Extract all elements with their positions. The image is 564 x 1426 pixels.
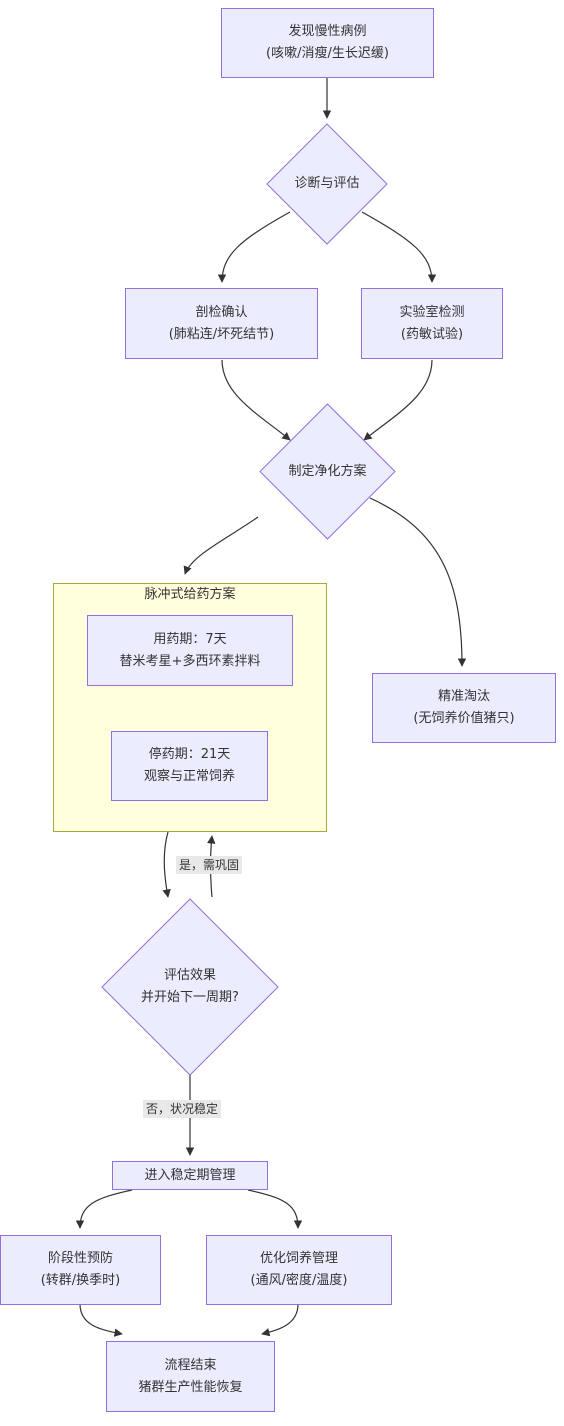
discover-case-title: 发现慢性病例 xyxy=(288,24,367,39)
edge-necropsy-plan xyxy=(221,359,291,441)
process-end-node[interactable]: 流程结束 猪群生产性能恢复 xyxy=(106,1341,275,1412)
evaluate-detail: 并开始下一周期? xyxy=(141,990,239,1005)
pulse-dosing-title: 脉冲式给药方案 xyxy=(144,587,236,602)
edge-stable-prevent xyxy=(75,1189,133,1229)
plan-label: 制定净化方案 xyxy=(288,463,367,479)
edge-prevent-end xyxy=(79,1303,123,1337)
lab-test-detail: (药敏试验) xyxy=(400,326,464,342)
evaluate-title: 评估效果 xyxy=(163,968,216,983)
lab-test-title: 实验室检测 xyxy=(399,304,465,320)
cull-node[interactable]: 精准淘汰 (无饲养价值猪只) xyxy=(372,673,556,743)
cull-title: 精准淘汰 xyxy=(437,689,490,704)
edge-cluster-evaluate xyxy=(162,831,171,898)
medication-period-node[interactable]: 用药期：7天 替米考星+多西环素拌料 xyxy=(87,615,293,686)
periodic-prevention-title: 阶段性预防 xyxy=(47,1251,113,1266)
process-end-title: 流程结束 xyxy=(164,1357,217,1373)
edge-diagnose-lab xyxy=(361,211,437,283)
edge-plan-cull xyxy=(369,497,467,667)
edge-stable-optimize xyxy=(247,1189,303,1229)
process-end-detail: 猪群生产性能恢复 xyxy=(138,1379,243,1395)
periodic-prevention-node[interactable]: 阶段性预防 (转群/换季时) xyxy=(0,1235,161,1305)
periodic-prevention-detail: (转群/换季时) xyxy=(40,1273,121,1288)
optimize-feeding-node[interactable]: 优化饲养管理 (通风/密度/温度) xyxy=(206,1235,392,1305)
edge-lab-plan xyxy=(363,359,433,441)
plan-diamond-shape xyxy=(259,403,396,540)
plan-decision[interactable]: 制定净化方案 xyxy=(259,403,396,540)
cull-detail: (无饲养价值猪只) xyxy=(413,711,515,726)
medication-period-title: 用药期：7天 xyxy=(153,631,227,647)
optimize-feeding-detail: (通风/密度/温度) xyxy=(250,1273,348,1288)
withdrawal-period-detail: 观察与正常饲养 xyxy=(143,769,235,784)
edge-optimize-end xyxy=(261,1303,299,1337)
lab-test-node[interactable]: 实验室检测 (药敏试验) xyxy=(361,288,503,359)
medication-period-detail: 替米考星+多西环素拌料 xyxy=(119,653,261,669)
edge-plan-cluster xyxy=(183,516,259,575)
withdrawal-period-title: 停药期：21天 xyxy=(148,747,231,762)
necropsy-detail: (肺粘连/坏死结节) xyxy=(168,326,275,342)
stable-management-title: 进入稳定期管理 xyxy=(144,1167,236,1183)
necropsy-node[interactable]: 剖检确认 (肺粘连/坏死结节) xyxy=(125,288,318,359)
discover-case-node[interactable]: 发现慢性病例 (咳嗽/消瘦/生长迟缓) xyxy=(221,8,434,78)
evaluate-decision[interactable]: 评估效果 并开始下一周期? xyxy=(101,898,279,1076)
edge-label-no: 否，状况稳定 xyxy=(143,1100,222,1118)
discover-case-detail: (咳嗽/消瘦/生长迟缓) xyxy=(266,46,389,61)
withdrawal-period-node[interactable]: 停药期：21天 观察与正常饲养 xyxy=(111,731,268,801)
diagnose-decision[interactable]: 诊断与评估 xyxy=(266,123,388,245)
edge-diagnose-necropsy xyxy=(217,211,291,283)
diagnose-diamond-shape xyxy=(266,123,388,245)
diagnose-label: 诊断与评估 xyxy=(294,176,360,191)
evaluate-diamond-shape xyxy=(101,898,279,1076)
stable-management-node[interactable]: 进入稳定期管理 xyxy=(112,1161,268,1190)
optimize-feeding-title: 优化饲养管理 xyxy=(259,1251,338,1266)
edge-label-yes: 是，需巩固 xyxy=(176,856,243,874)
necropsy-title: 剖检确认 xyxy=(195,304,248,320)
